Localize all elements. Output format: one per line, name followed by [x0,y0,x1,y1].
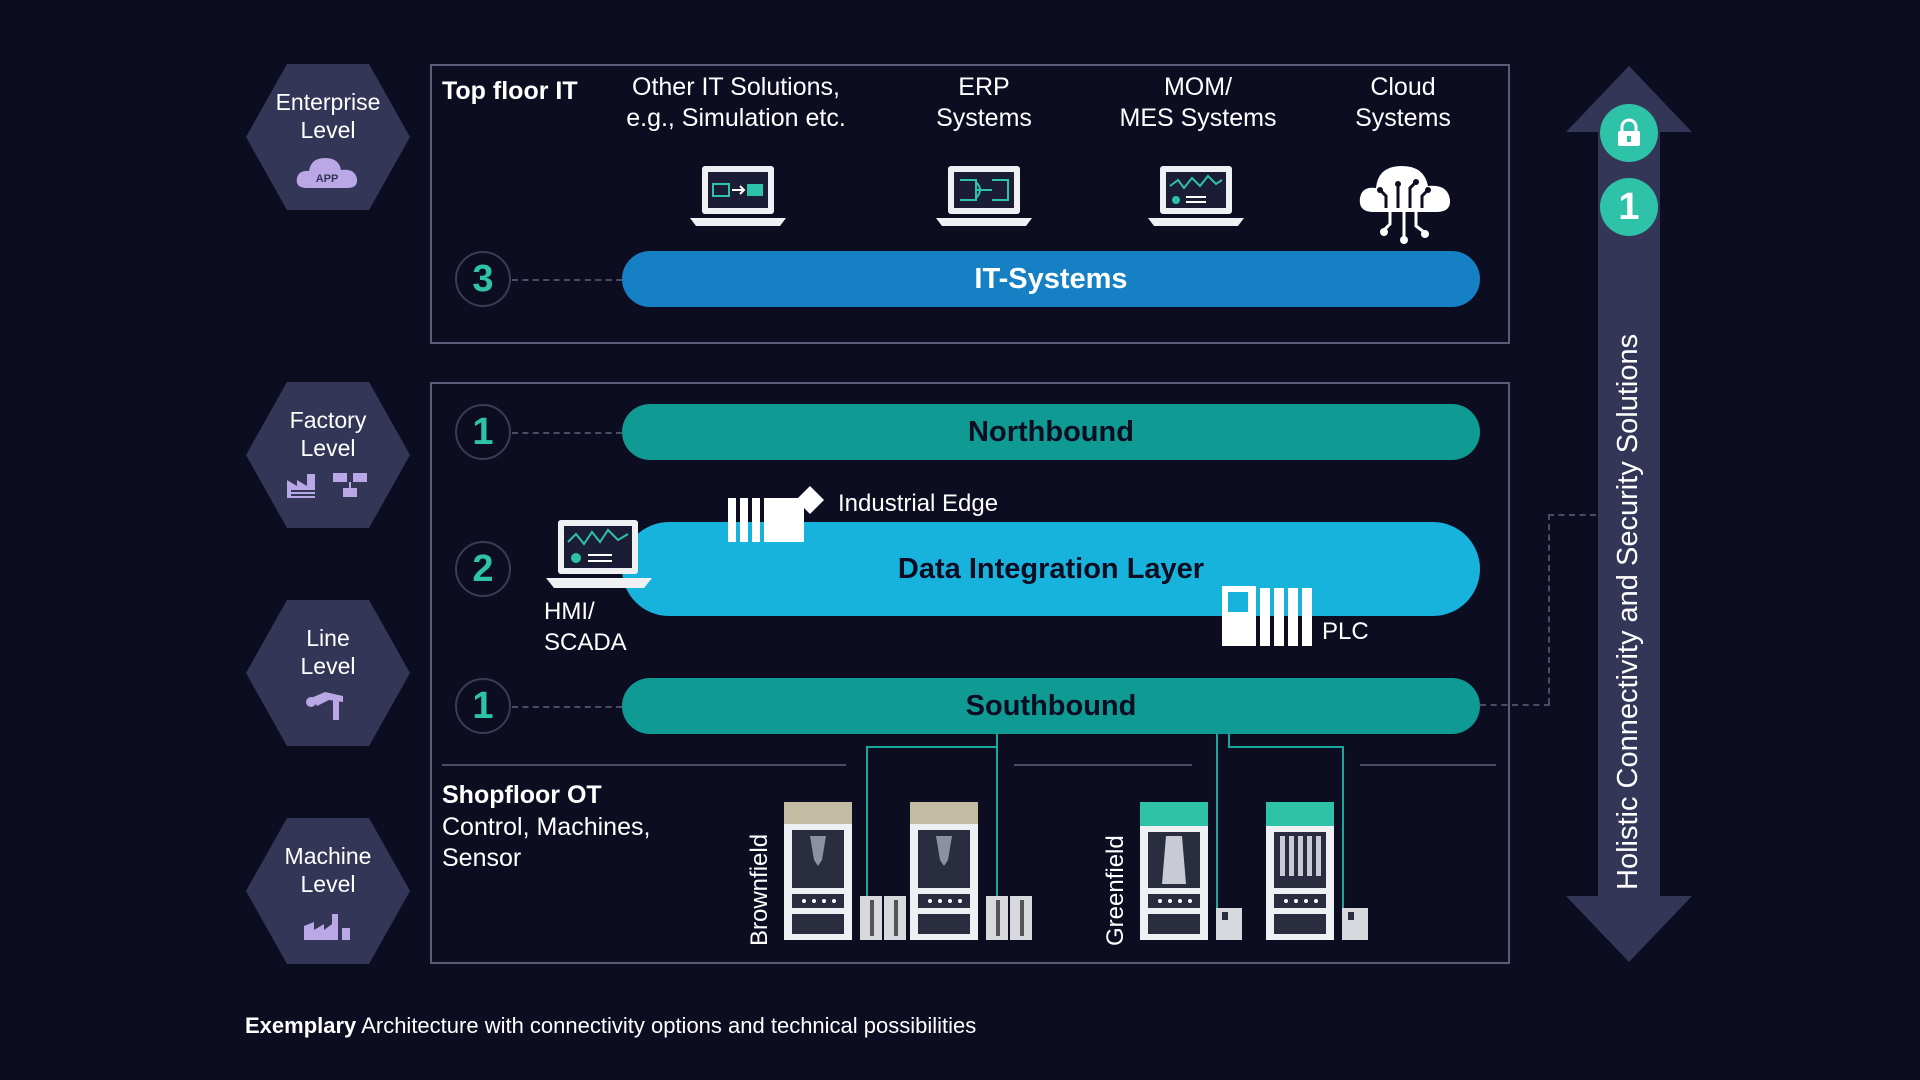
connection-line [1216,734,1218,934]
cnc-machine-icon [910,802,1032,940]
connection-line [1228,734,1230,748]
top-floor-title: Top floor IT [442,77,578,105]
laptop-icon [1148,166,1244,226]
side-connector [1548,514,1596,516]
side-step-badge: 1 [1600,178,1658,236]
app-badge-text: APP [316,173,339,185]
enterprise-level-label: Enterprise Level [275,89,381,143]
plc-label: PLC [1322,618,1369,645]
step-2-badge: 2 [455,541,511,597]
factory-level-label: Factory Level [289,407,367,461]
robot-arm-icon [246,688,410,727]
plc-icon [1222,586,1312,646]
side-connector [1548,514,1550,704]
shopfloor-panel [430,382,1510,964]
enterprise-level-hex: Enterprise Level APP [246,64,410,210]
greenfield-label: Greenfield [1102,835,1129,946]
divider [442,764,846,766]
laptop-icon [690,166,786,226]
shopfloor-title: Shopfloor OT [442,781,602,809]
northbound-connector [512,432,622,434]
machine-level-label: Machine Level [284,843,372,897]
laptop-icon [936,166,1032,226]
industrial-edge-label: Industrial Edge [838,490,999,517]
column-other-it: Other IT Solutions, e.g., Simulation etc… [626,73,846,132]
line-level-label: Line Level [300,625,356,679]
hmi-scada-label: HMI/ SCADA [544,598,627,656]
double-arrow [1566,66,1692,962]
southbound-connector [512,706,622,708]
side-connector [1480,704,1550,706]
caption-bold: Exemplary [245,1013,357,1038]
connection-line [1228,746,1344,748]
column-mom-mes: MOM/ MES Systems [1119,73,1277,132]
factory-level-hex: Factory Level [246,382,410,528]
step-1-northbound-badge: 1 [455,404,511,460]
southbound-bar: Southbound [622,678,1480,734]
caption-rest: Architecture with connectivity options a… [356,1013,977,1038]
connection-line [996,734,998,904]
edge-device-icon [728,486,824,542]
holistic-connectivity-label: Holistic Connectivity and Security Solut… [1612,333,1644,890]
step-3-badge: 3 [455,251,511,307]
column-cloud: Cloud Systems [1355,73,1451,132]
machine-level-hex: Machine Level [246,818,410,964]
machine-icon [246,906,410,947]
lock-icon [1600,104,1658,162]
network-icon [333,473,367,497]
shopfloor-subtitle: Control, Machines, Sensor [442,813,651,872]
laptop-icon [546,520,652,588]
northbound-bar: Northbound [622,404,1480,460]
cnc-machine-icon [1266,802,1368,940]
connection-line [1342,746,1344,910]
step-1-southbound-badge: 1 [455,678,511,734]
app-cloud-icon: APP [246,152,410,197]
cloud-circuit-icon [1359,166,1451,244]
it-systems-bar: IT-Systems [622,251,1480,307]
step-3-connector [512,279,622,281]
cnc-machine-icon [784,802,906,940]
column-erp: ERP Systems [936,73,1032,132]
connection-line [866,746,998,748]
cnc-machine-icon [1140,802,1242,940]
divider [1014,764,1192,766]
caption: Exemplary Architecture with connectivity… [245,1010,976,1041]
top-floor-panel [430,64,1510,344]
line-level-hex: Line Level [246,600,410,746]
connection-line [866,746,868,904]
factory-icon [287,474,317,498]
divider [1360,764,1496,766]
brownfield-label: Brownfield [746,833,773,946]
